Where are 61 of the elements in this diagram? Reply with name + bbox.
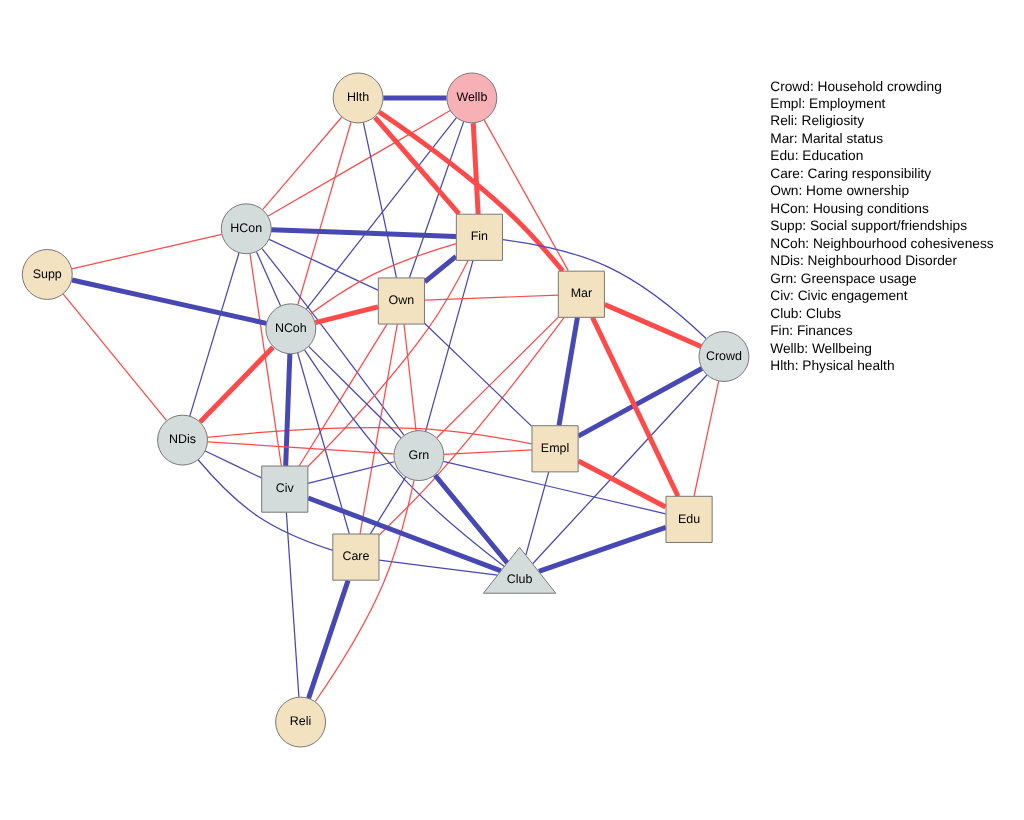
connector <box>408 121 465 279</box>
connector <box>197 459 334 551</box>
connector <box>369 476 407 535</box>
connector <box>525 471 550 556</box>
connector <box>198 345 275 424</box>
connector <box>590 316 681 498</box>
connector <box>314 304 379 326</box>
connector <box>470 123 481 215</box>
connector <box>502 239 707 340</box>
connector <box>403 323 417 432</box>
connector <box>207 441 395 455</box>
connector <box>425 260 474 433</box>
connector <box>423 254 458 284</box>
connector <box>693 380 720 497</box>
connector <box>442 460 667 515</box>
connector <box>310 242 457 315</box>
connector <box>267 109 451 217</box>
connector <box>383 95 447 101</box>
connector <box>285 511 300 698</box>
connector <box>436 316 559 439</box>
connector <box>424 294 559 301</box>
connector <box>307 259 469 468</box>
connector <box>603 302 703 349</box>
connector <box>204 450 263 479</box>
connector <box>483 119 569 272</box>
connector <box>305 117 458 310</box>
connector <box>307 495 502 574</box>
connector <box>261 247 405 436</box>
connector <box>271 227 457 239</box>
connector <box>577 458 667 510</box>
connector <box>378 559 499 576</box>
connector <box>62 293 168 422</box>
connector <box>297 352 350 535</box>
connector <box>378 317 565 536</box>
connector <box>443 449 533 455</box>
connector <box>249 253 282 467</box>
connector <box>373 115 461 216</box>
connector <box>362 121 398 279</box>
connector <box>538 525 667 574</box>
connector <box>532 374 708 565</box>
connector <box>577 366 704 439</box>
connector <box>189 252 240 417</box>
connector <box>307 461 395 484</box>
connector <box>433 473 510 565</box>
connector <box>359 323 398 535</box>
connector <box>304 349 505 568</box>
connector <box>297 121 352 306</box>
connector <box>71 277 267 326</box>
connector <box>314 479 415 703</box>
connector <box>206 427 533 445</box>
connector <box>377 109 565 273</box>
connector <box>255 251 282 307</box>
connector <box>298 323 388 467</box>
connector <box>308 345 402 439</box>
connector <box>262 116 343 210</box>
connector <box>556 316 580 426</box>
connector <box>306 579 351 700</box>
connector <box>71 233 223 270</box>
connector <box>268 238 379 291</box>
connector <box>283 353 293 466</box>
connector <box>424 322 533 427</box>
